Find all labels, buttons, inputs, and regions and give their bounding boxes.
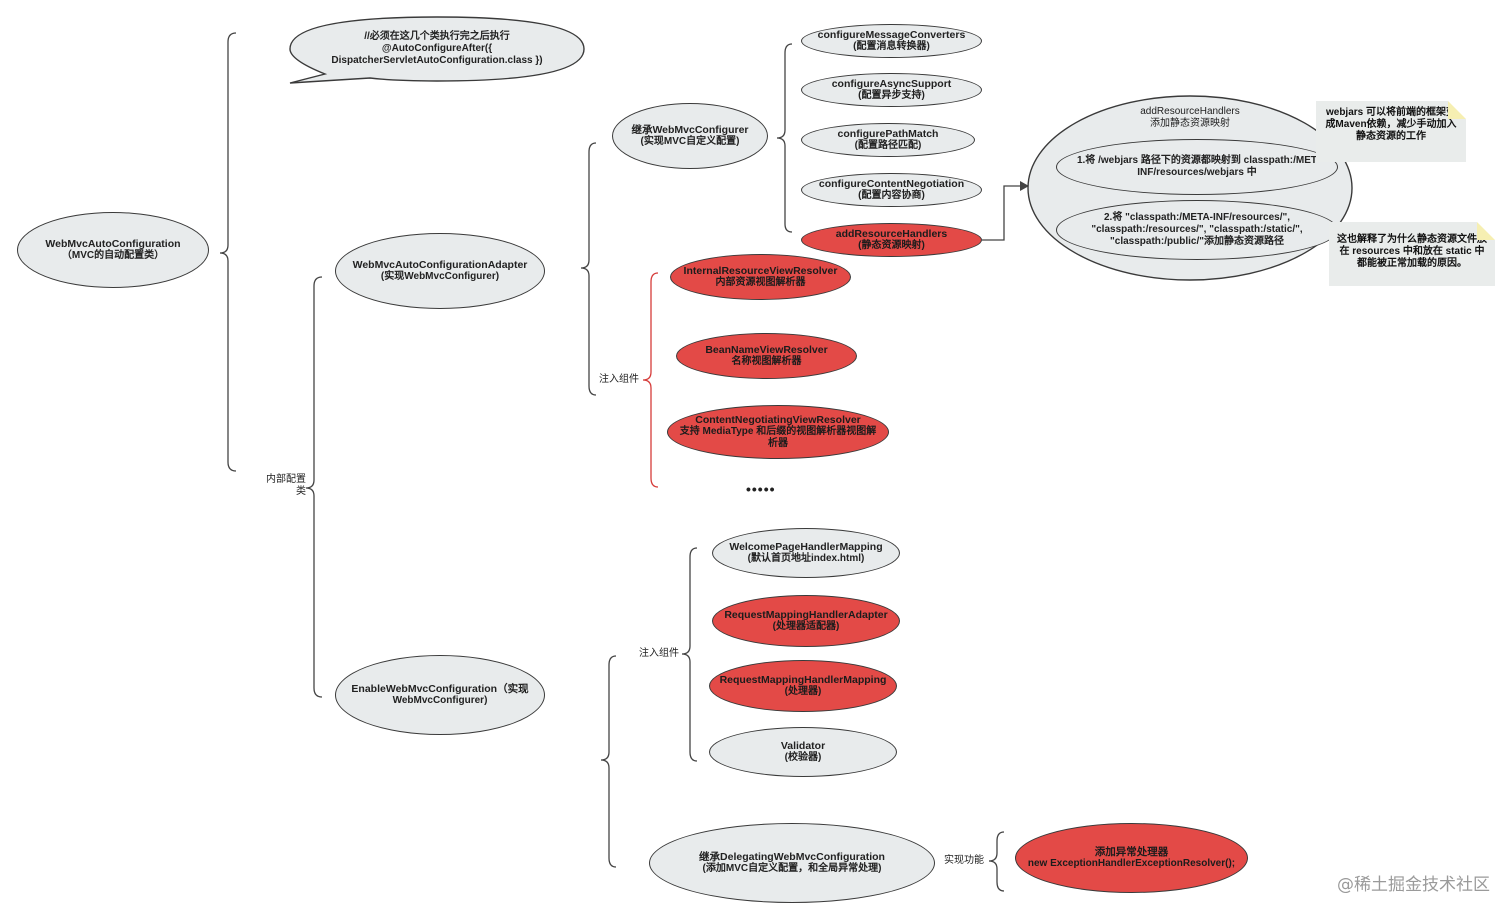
watermark: @稀土掘金技术社区 — [1337, 875, 1490, 895]
brace-adapter — [580, 142, 597, 396]
resource-big-title: addResourceHandlers 添加静态资源映射 — [1110, 106, 1270, 130]
resource-big-title-line1: addResourceHandlers — [1140, 106, 1240, 117]
note-webjars-line3: 静态资源的工作 — [1356, 131, 1426, 142]
node-content-negotiating-view-resolver[interactable]: ContentNegotiatingViewResolver 支持 MediaT… — [667, 405, 889, 459]
node-configure-message-converters[interactable]: configureMessageConverters (配置消息转换器) — [801, 24, 982, 58]
node-validator[interactable]: Validator (校验器) — [709, 727, 897, 777]
exception-handler-subtitle: new ExceptionHandlerExceptionResolver(); — [1027, 858, 1236, 869]
node-configure-async-support[interactable]: configureAsyncSupport (配置异步支持) — [801, 73, 982, 107]
node-inherit-subtitle: (实现MVC自定义配置) — [640, 136, 740, 147]
content-negotiating-view-resolver-title: ContentNegotiatingViewResolver — [695, 414, 861, 426]
exception-handler-title: 添加异常处理器 — [1094, 846, 1169, 858]
callout-line1: //必须在这几个类执行完之后执行 — [364, 31, 510, 42]
resource-big-title-line2: 添加静态资源映射 — [1150, 118, 1230, 129]
node-webmvc-auto-configuration-adapter[interactable]: WebMvcAutoConfigurationAdapter (实现WebMvc… — [335, 233, 545, 309]
note-fold-corner — [1477, 222, 1495, 240]
request-mapping-handler-adapter-title: RequestMappingHandlerAdapter — [724, 609, 888, 621]
note-static-line1: 这也解释了为什么静态资源文件放 — [1337, 234, 1487, 245]
callout-line2: @AutoConfigureAfter({ — [381, 43, 493, 54]
add-resource-handlers-subtitle: (静态资源映射) — [858, 240, 925, 251]
request-mapping-handler-mapping-title: RequestMappingHandlerMapping — [719, 674, 887, 686]
configure-async-support-subtitle: (配置异步支持) — [858, 90, 925, 101]
inject-components-label-2: 注入组件 — [639, 648, 679, 659]
configure-async-support-title: configureAsyncSupport — [831, 78, 952, 90]
brace-enable — [600, 655, 617, 868]
node-adapter-title: WebMvcAutoConfigurationAdapter — [352, 259, 528, 271]
resource-item2-line1: 2.将 "classpath:/META-INF/resources/", — [1103, 212, 1290, 223]
node-welcome-page-handler-mapping[interactable]: WelcomePageHandlerMapping (默认首页地址index.h… — [712, 528, 900, 578]
node-configure-content-negotiation[interactable]: configureContentNegotiation (配置内容协商) — [801, 173, 982, 207]
delegating-title: 继承DelegatingWebMvcConfiguration — [699, 851, 885, 863]
configure-path-match-title: configurePathMatch — [837, 128, 939, 140]
inner-config-line1: 内部配置 — [266, 474, 306, 485]
node-adapter-subtitle: (实现WebMvcConfigurer) — [380, 271, 500, 282]
brace-configurer — [776, 43, 793, 233]
node-configure-path-match[interactable]: configurePathMatch (配置路径匹配) — [801, 123, 975, 157]
welcome-page-handler-mapping-title: WelcomePageHandlerMapping — [729, 541, 883, 553]
node-bean-name-view-resolver[interactable]: BeanNameViewResolver 名称视图解析器 — [676, 333, 857, 379]
bean-name-view-resolver-subtitle: 名称视图解析器 — [731, 356, 802, 367]
configure-content-negotiation-title: configureContentNegotiation — [818, 178, 965, 190]
delegating-subtitle: (添加MVC自定义配置，和全局异常处理) — [702, 863, 882, 874]
callout-bubble — [289, 16, 585, 84]
welcome-page-handler-mapping-subtitle: (默认首页地址index.html) — [747, 553, 865, 564]
configure-message-converters-title: configureMessageConverters — [817, 29, 966, 41]
node-delegating-webmvc-configuration[interactable]: 继承DelegatingWebMvcConfiguration (添加MVC自定… — [649, 823, 935, 903]
node-root-title: WebMvcAutoConfiguration — [45, 238, 181, 250]
note-webjars-line1: webjars 可以将前端的框架变 — [1325, 107, 1457, 118]
callout-line3: DispatcherServletAutoConfiguration.class… — [331, 55, 543, 66]
node-exception-handler-resolver[interactable]: 添加异常处理器 new ExceptionHandlerExceptionRes… — [1015, 823, 1248, 893]
request-mapping-handler-mapping-subtitle: (处理器) — [784, 686, 822, 697]
internal-resource-view-resolver-subtitle: 内部资源视图解析器 — [715, 277, 806, 288]
resource-item1-line1: 1.将 /webjars 路径下的资源都映射到 classpath:/MET — [1076, 155, 1318, 166]
resource-arrow — [982, 185, 1022, 241]
configure-content-negotiation-subtitle: (配置内容协商) — [858, 190, 925, 201]
resource-item2-line2: "classpath:/resources/", "classpath:/sta… — [1091, 224, 1303, 235]
bean-name-view-resolver-title: BeanNameViewResolver — [705, 344, 828, 356]
resource-big-item-webjars[interactable]: 1.将 /webjars 路径下的资源都映射到 classpath:/MET I… — [1056, 139, 1338, 195]
note-webjars-line2: 成Maven依赖，减少手动加入 — [1325, 119, 1457, 130]
node-internal-resource-view-resolver[interactable]: InternalResourceViewResolver 内部资源视图解析器 — [670, 254, 851, 300]
node-enable-title: EnableWebMvcConfiguration（实现 — [351, 683, 529, 695]
callout-text: //必须在这几个类执行完之后执行 @AutoConfigureAfter({ D… — [300, 31, 574, 67]
brace-view-resolvers — [642, 272, 659, 488]
brace-inner-config — [305, 276, 323, 698]
add-resource-handlers-title: addResourceHandlers — [835, 228, 948, 240]
brace-root — [219, 32, 237, 472]
content-negotiating-view-resolver-subtitle: 支持 MediaType 和后缀的视图解析器视图解 — [679, 426, 877, 437]
implement-function-label: 实现功能 — [944, 855, 984, 866]
note-fold-corner — [1448, 101, 1466, 119]
resource-item2-line3: "classpath:/public/"添加静态资源路径 — [1110, 236, 1284, 247]
node-add-resource-handlers[interactable]: addResourceHandlers (静态资源映射) — [801, 223, 982, 257]
request-mapping-handler-adapter-subtitle: (处理器适配器) — [772, 621, 840, 632]
node-webmvc-auto-configuration[interactable]: WebMvcAutoConfiguration （MVC的自动配置类） — [17, 212, 209, 288]
inject-components-label-1: 注入组件 — [599, 374, 639, 385]
node-root-subtitle: （MVC的自动配置类） — [61, 250, 165, 261]
note-webjars: webjars 可以将前端的框架变 成Maven依赖，减少手动加入 静态资源的工… — [1316, 101, 1466, 162]
configure-message-converters-subtitle: (配置消息转换器) — [853, 41, 930, 52]
node-inherit-webmvc-configurer[interactable]: 继承WebMvcConfigurer (实现MVC自定义配置) — [612, 103, 768, 169]
note-static-line3: 都能被正常加载的原因。 — [1357, 258, 1467, 269]
configure-path-match-subtitle: (配置路径匹配) — [854, 140, 922, 151]
node-request-mapping-handler-adapter[interactable]: RequestMappingHandlerAdapter (处理器适配器) — [712, 595, 900, 647]
inner-config-line2: 类 — [296, 486, 306, 497]
node-enable-webmvc-configuration[interactable]: EnableWebMvcConfiguration（实现 WebMvcConfi… — [335, 655, 545, 735]
ellipsis-more: ••••• — [746, 481, 776, 497]
brace-delegating — [988, 831, 1005, 892]
node-enable-subtitle: WebMvcConfigurer) — [392, 695, 488, 706]
resource-item1-line2: INF/resources/webjars 中 — [1137, 167, 1257, 178]
validator-title: Validator — [780, 740, 826, 752]
validator-subtitle: (校验器) — [784, 752, 822, 763]
resource-big-item-static-paths[interactable]: 2.将 "classpath:/META-INF/resources/", "c… — [1056, 200, 1338, 260]
node-request-mapping-handler-mapping[interactable]: RequestMappingHandlerMapping (处理器) — [709, 660, 897, 712]
note-static-explanation: 这也解释了为什么静态资源文件放 在 resources 中和放在 static … — [1329, 222, 1495, 286]
brace-enable-items — [681, 547, 698, 762]
note-static-line2: 在 resources 中和放在 static 中 — [1339, 246, 1485, 257]
internal-resource-view-resolver-title: InternalResourceViewResolver — [683, 265, 838, 277]
inner-config-label: 内部配置 类 — [256, 474, 306, 498]
node-inherit-title: 继承WebMvcConfigurer — [631, 124, 749, 136]
content-negotiating-view-resolver-subtitle2: 析器 — [768, 438, 788, 449]
